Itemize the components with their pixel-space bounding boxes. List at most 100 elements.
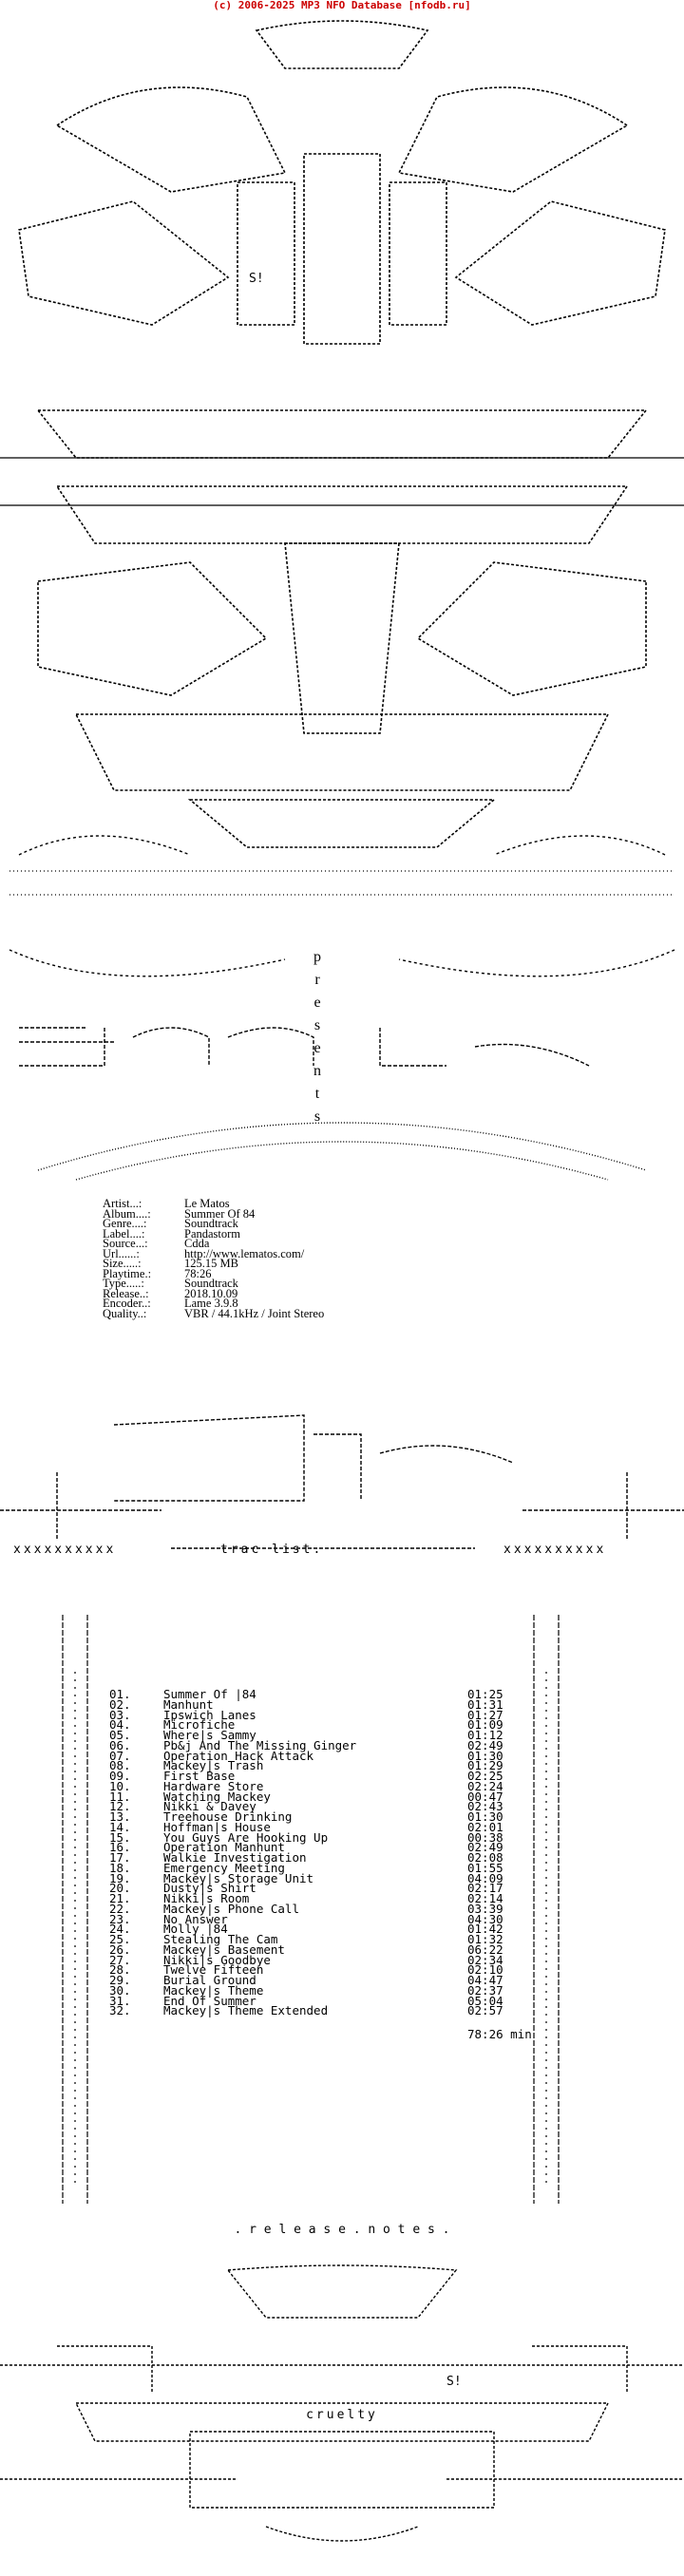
track-title: Emergency Meeting [163,1860,285,1875]
info-key: Encoder..: [103,1297,151,1310]
track-duration: 04:09 [467,1870,504,1885]
info-key: Label....: [103,1226,145,1241]
info-row-source: Source...:Cdda [103,1237,324,1250]
track-duration: 04:30 [467,1911,504,1926]
track-title: Ipswich Lanes [163,1707,256,1722]
track-number: 15. [109,1829,131,1845]
info-key: Size.....: [103,1257,142,1270]
info-row-size: Size.....:125.15 MB [103,1257,324,1270]
track-number: 14. [109,1819,131,1834]
track-title: Mackey|s Phone Call [163,1901,299,1916]
track-title: End Of Summer [163,1993,256,2008]
track-title: Mackey|s Trash [163,1758,264,1773]
nfodb-credit: (c) 2006-2025 MP3 NFO Database [nfodb.ru… [213,0,471,11]
track-number: 13. [109,1809,131,1824]
track-title: Where|s Sammy [163,1728,256,1742]
presents-letter: t [314,1086,320,1102]
track-title: Mackey|s Storage Unit [163,1870,314,1885]
track-number: 27. [109,1952,131,1967]
info-row-artist: Artist...:Le Matos [103,1197,324,1210]
track-duration: 01:12 [467,1728,504,1742]
track-number: 04. [109,1717,131,1733]
track-duration: 02:01 [467,1819,504,1834]
info-row-album: Album....: Summer Of 84 [103,1206,324,1221]
info-key: Url......: [103,1246,140,1260]
info-value: 2018.10.09 [184,1286,238,1300]
track-title: Hardware Store [163,1778,264,1793]
track-title: First Base [163,1769,236,1783]
info-key: Type.....: [103,1277,144,1290]
presents-letter: r [314,972,320,988]
info-key: Release..: [103,1286,149,1300]
presents-vertical: p r e s e n t s [312,946,323,1128]
info-value: Lame 3.9.8 [184,1297,238,1310]
track-duration: 02:10 [467,1962,504,1978]
track-duration: 02:43 [467,1799,504,1814]
track-number: 18. [109,1860,131,1875]
info-key: Quality..: [103,1306,147,1320]
info-value: Le Matos [184,1197,230,1210]
track-number: 24. [109,1922,131,1937]
track-number: 17. [109,1850,131,1865]
track-number: 16. [109,1840,131,1855]
track-duration: 01:31 [467,1696,504,1712]
presents-letter: e [314,1040,321,1056]
track-duration: 01:42 [467,1922,504,1937]
track-duration: 03:39 [467,1901,504,1916]
group-name: cruelty [306,2408,378,2422]
track-duration: 00:38 [467,1829,504,1845]
xx-decoration-left: xxxxxxxxxx [13,1543,117,1557]
track-title: Microfiche [163,1717,236,1733]
track-number: 23. [109,1911,131,1926]
info-url-link[interactable]: http://www.lematos.com/ [184,1246,305,1260]
track-number: 30. [109,1982,131,1998]
ascii-art-presents-frame [9,835,675,977]
info-value: Cdda [184,1237,210,1250]
info-value: Pandastorm [184,1226,241,1241]
track-number: 05. [109,1728,131,1742]
info-value: Summer Of 84 [184,1206,256,1221]
track-duration: 02:34 [467,1952,504,1967]
track-number: 28. [109,1962,131,1978]
track-title: Stealing The Cam [163,1932,278,1946]
info-value: VBR / 44.1kHz / Joint Stereo [184,1306,325,1320]
track-title: Nikki & Davey [163,1799,256,1814]
info-row-playtime: Playtime.:78:26 [103,1268,324,1279]
track-number: 31. [109,1993,131,2008]
info-key: Album....: [103,1206,151,1221]
track-number: 09. [109,1769,131,1783]
track-title: Mackey|s Theme [163,1982,264,1998]
presents-letter: e [314,994,321,1011]
release-info: Artist...:Le Matos Album....: Summer Of 8… [103,1197,325,1320]
track-title: Hoffman|s House [163,1819,271,1834]
track-number: 02. [109,1696,131,1712]
group-tag-footer: S! [446,2375,462,2389]
track-title: Pb&j And The Missing Ginger [163,1737,357,1752]
presents-letter: n [314,1063,321,1079]
info-row-type: Type.....:Soundtrack [103,1277,324,1290]
track-row: 14. Hoffman|s House 02:01 [109,1819,546,1834]
info-key: Genre....: [103,1217,147,1230]
track-row: 30. Mackey|s Theme 02:37 [109,1982,546,1998]
group-tag: S! [249,272,264,286]
track-duration: 02:37 [467,1982,504,1998]
track-duration: 06:22 [467,1941,504,1957]
